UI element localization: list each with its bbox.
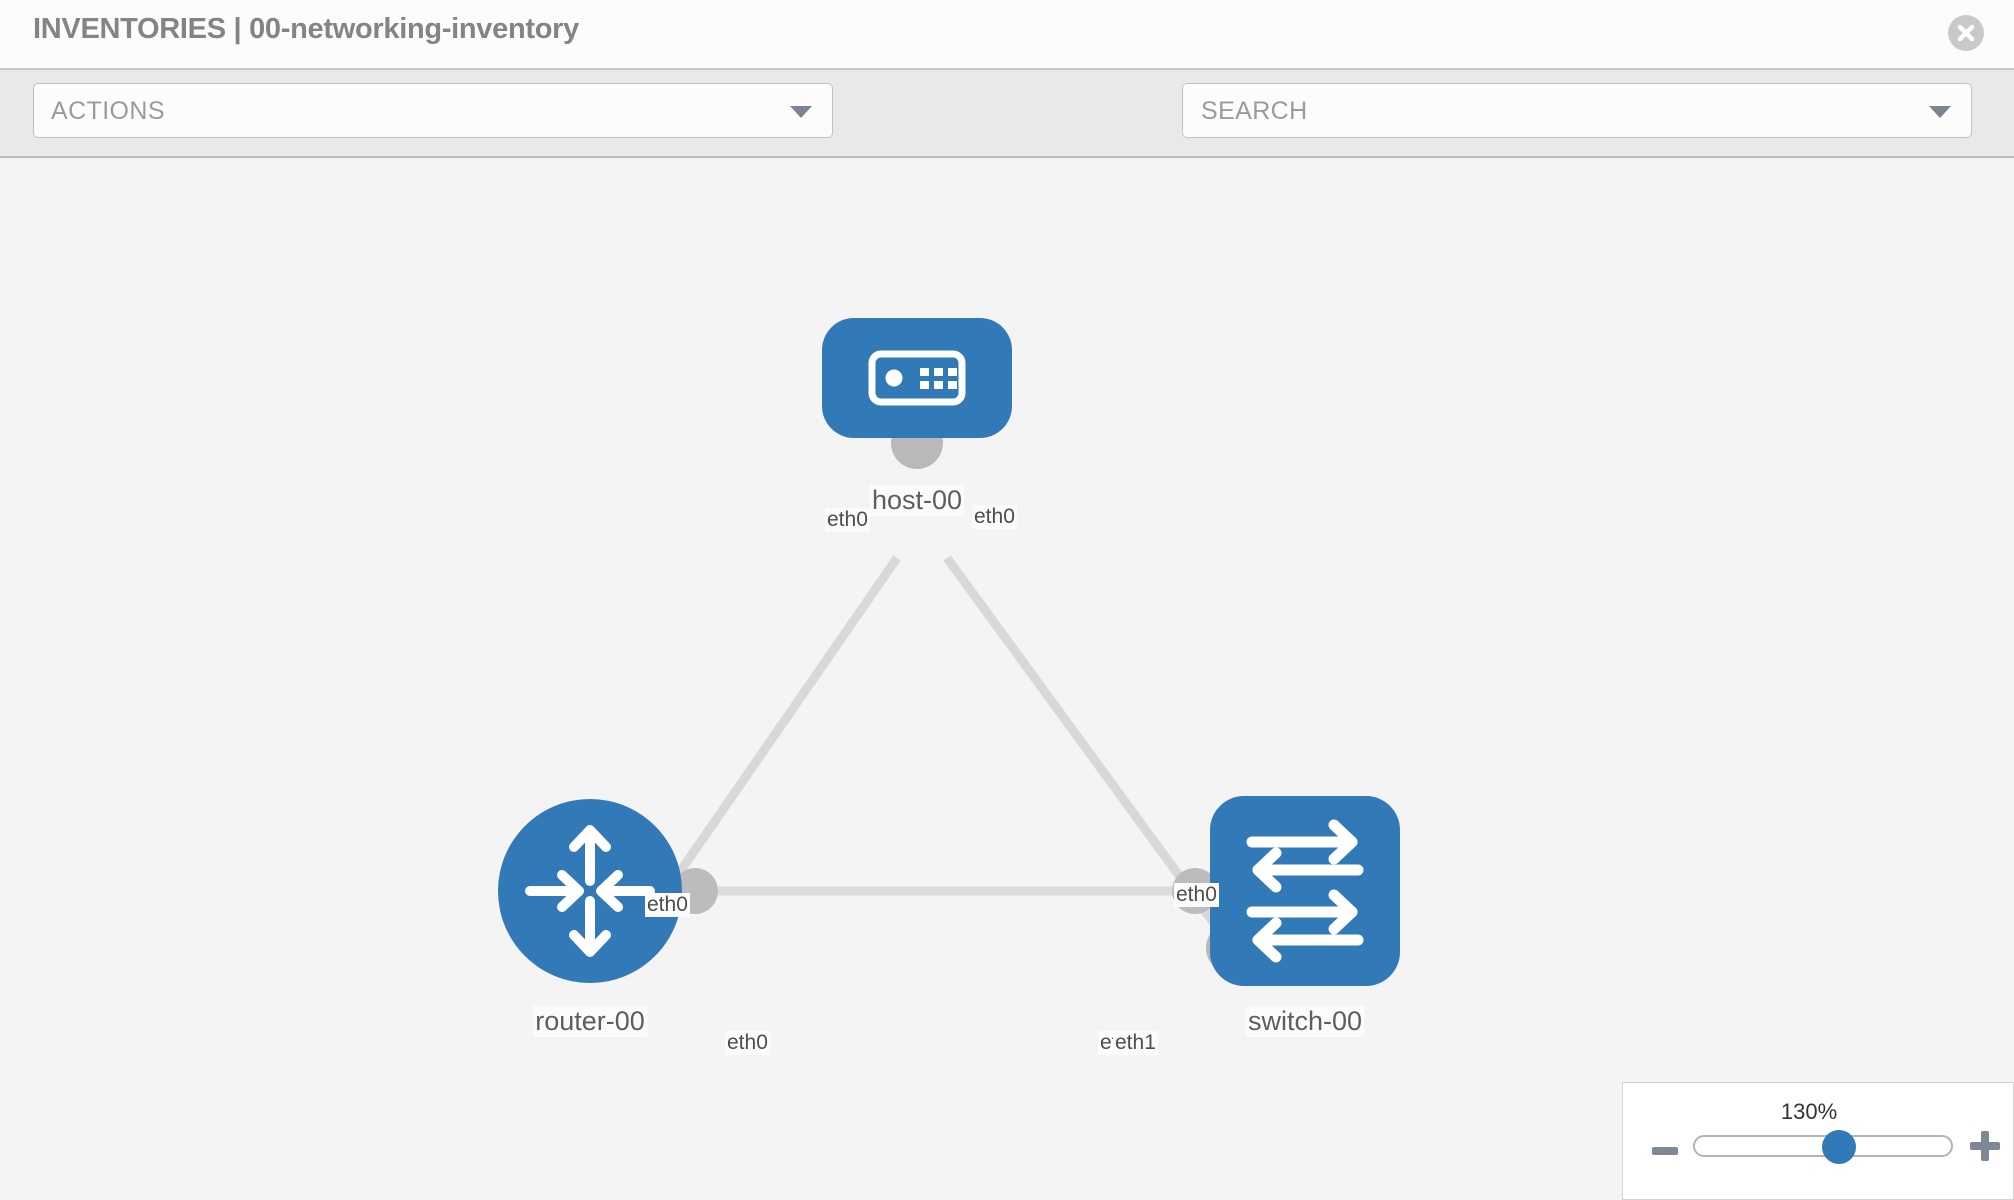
interface-label-switch00-eth1-left: eth1 <box>1113 1031 1158 1055</box>
toolbar: ACTIONS <box>0 70 2014 200</box>
server-icon <box>868 350 966 406</box>
interface-label-router00-eth0-up: eth0 <box>645 893 690 917</box>
zoom-slider[interactable] <box>1693 1130 1953 1164</box>
zoom-percent-label: 130% <box>1780 1099 1838 1124</box>
node-label-host-00: host-00 <box>869 485 965 516</box>
page-title: INVENTORIES | 00-networking-inventory <box>33 13 579 45</box>
node-switch-00[interactable] <box>1210 796 1400 986</box>
actions-dropdown-label: ACTIONS <box>51 97 165 125</box>
topology-graph <box>498 318 1400 986</box>
plus-glyph <box>1970 1131 2000 1161</box>
topology-canvas[interactable]: host-00 router-00 switch-00 eth0 eth0 et… <box>0 158 2014 1200</box>
interface-label-router00-eth0-right: eth0 <box>725 1031 770 1055</box>
zoom-control-panel: 130% <box>1622 1082 2014 1200</box>
chevron-down-icon <box>1929 106 1951 118</box>
zoom-slider-thumb[interactable] <box>1822 1130 1856 1164</box>
node-label-router-00: router-00 <box>533 1006 647 1037</box>
page-header: INVENTORIES | 00-networking-inventory <box>0 0 2014 70</box>
search-input[interactable] <box>1199 84 1903 139</box>
interface-label-host00-eth0-left: eth0 <box>825 508 870 532</box>
link-host00-router00[interactable] <box>644 555 901 921</box>
interface-label-host00-eth0-right: eth0 <box>972 505 1017 529</box>
close-circle-icon <box>1948 15 1984 51</box>
close-icon[interactable] <box>1948 15 1984 51</box>
actions-dropdown[interactable]: ACTIONS <box>33 83 833 138</box>
node-host-00[interactable] <box>822 318 1012 438</box>
minus-glyph <box>1652 1147 1678 1155</box>
node-router-00[interactable] <box>498 799 682 983</box>
plus-icon[interactable] <box>1968 1129 2002 1168</box>
search-dropdown[interactable] <box>1182 83 1972 139</box>
switch-arrows-icon <box>1246 819 1364 963</box>
node-label-switch-00: switch-00 <box>1245 1006 1365 1037</box>
router-arrows-icon <box>525 825 655 957</box>
interface-label-switch00-eth0-up: eth0 <box>1174 883 1219 907</box>
chevron-down-icon <box>790 106 812 118</box>
minus-icon[interactable] <box>1650 1136 1680 1171</box>
